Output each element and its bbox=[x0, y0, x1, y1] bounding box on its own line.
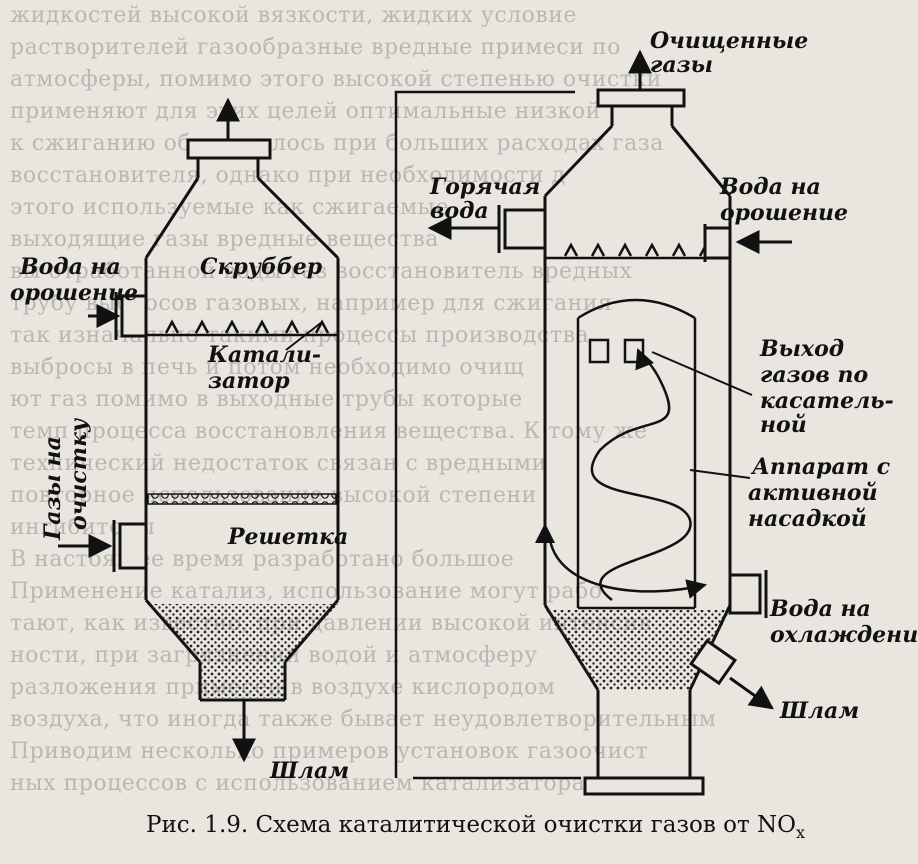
label-water-cooling-1: Вода на bbox=[769, 596, 871, 622]
label-gases-to-clean-1: Газы на bbox=[40, 436, 66, 541]
label-cleaned-gases-2: газы bbox=[650, 52, 713, 78]
sludge-right-arrow bbox=[729, 676, 774, 710]
label-water-irrigation-left-1: Вода на bbox=[19, 254, 121, 280]
background-text-line: выбросы в печь и потом необходимо очищ bbox=[10, 355, 525, 380]
label-hot-water-1: Горячая bbox=[429, 174, 540, 200]
label-water-irrigation-right-2: орошение bbox=[720, 200, 848, 226]
background-text-line: выходящие газы вредные вещества bbox=[10, 227, 439, 252]
apparatus-sludge-outlet bbox=[688, 638, 738, 686]
label-apparatus-2: активной bbox=[748, 480, 878, 506]
background-text-line: Применение катализ, использование могут … bbox=[10, 579, 603, 604]
label-grate: Решетка bbox=[227, 524, 348, 550]
background-text-line: к сжиганию образовалось при больших расх… bbox=[10, 131, 664, 156]
figure-caption: Рис. 1.9. Схема каталитической очистки г… bbox=[146, 812, 805, 842]
background-text-line: ют газ помимо в выходные трубы которые bbox=[10, 387, 523, 412]
caption-subscript: x bbox=[796, 823, 805, 842]
label-water-cooling-2: охлаждение bbox=[770, 622, 918, 648]
label-sludge-left: Шлам bbox=[269, 758, 349, 784]
gas-outlet-leader bbox=[651, 351, 753, 396]
caption-main: Рис. 1.9. Схема каталитической очистки г… bbox=[146, 812, 796, 838]
background-text-line: темп процесса восстановления вещества. К… bbox=[10, 419, 648, 444]
label-hot-water-2: вода bbox=[430, 198, 489, 224]
label-gas-outlet-3: касатель- bbox=[760, 388, 894, 414]
label-water-irrigation-left-2: орошение bbox=[10, 280, 138, 306]
background-text-line: жидкостей высокой вязкости, жидких услов… bbox=[10, 3, 577, 28]
label-gases-to-clean-2: очистку bbox=[66, 417, 92, 530]
label-gas-outlet-1: Выход bbox=[759, 336, 844, 362]
label-catalyst-1: Катали- bbox=[207, 342, 321, 368]
apparatus-sludge-fill bbox=[545, 610, 730, 690]
background-text-line: ных процессов с использованием катализат… bbox=[10, 771, 673, 796]
apparatus-leader bbox=[689, 469, 751, 479]
cooling-water-inlet bbox=[728, 570, 768, 618]
connecting-pipe bbox=[394, 90, 581, 780]
background-text-line: технический недостаток связан с вредными bbox=[10, 451, 547, 476]
label-cleaned-gases-1: Очищенные bbox=[650, 28, 808, 54]
scrubber-grate bbox=[147, 493, 337, 505]
background-text-line: Приводим несколько примеров установок га… bbox=[10, 739, 649, 764]
label-gas-outlet-2: газов по bbox=[760, 362, 868, 388]
background-text-line: этого используемые как сжигаемые bbox=[10, 195, 450, 220]
label-scrubber: Скруббер bbox=[200, 254, 323, 280]
background-text-line: применяют для этих целей оптимальные низ… bbox=[10, 99, 601, 124]
catalyst-leader-line bbox=[285, 321, 323, 351]
label-water-irrigation-right-1: Вода на bbox=[719, 174, 821, 200]
scrubber-gas-inlet bbox=[112, 520, 148, 572]
inner-packing-cylinder bbox=[576, 298, 697, 610]
scrubber-sludge-fill bbox=[146, 604, 338, 698]
label-gas-outlet-4: ной bbox=[760, 412, 807, 438]
label-sludge-right: Шлам bbox=[779, 698, 859, 724]
background-text-line: тают, как известно, при давлении высокой… bbox=[10, 611, 652, 636]
label-apparatus-3: насадкой bbox=[748, 506, 867, 532]
background-text-line: атмосферы, помимо этого высокой степенью… bbox=[10, 67, 662, 92]
background-text-line: восстановителя, однако при необходимости… bbox=[10, 163, 566, 188]
apparatus-irrigation-inlet bbox=[703, 224, 732, 262]
spiral-gas-flow bbox=[535, 348, 707, 601]
background-text-line: вы отработанной воды газ восстановитель … bbox=[10, 259, 633, 284]
label-apparatus-1: Аппарат с bbox=[750, 454, 891, 480]
background-text-line: растворителей газообразные вредные приме… bbox=[10, 35, 621, 60]
hot-water-outlet bbox=[497, 205, 547, 253]
label-catalyst-2: затор bbox=[208, 368, 290, 394]
apparatus-spray-nozzles bbox=[545, 242, 730, 260]
